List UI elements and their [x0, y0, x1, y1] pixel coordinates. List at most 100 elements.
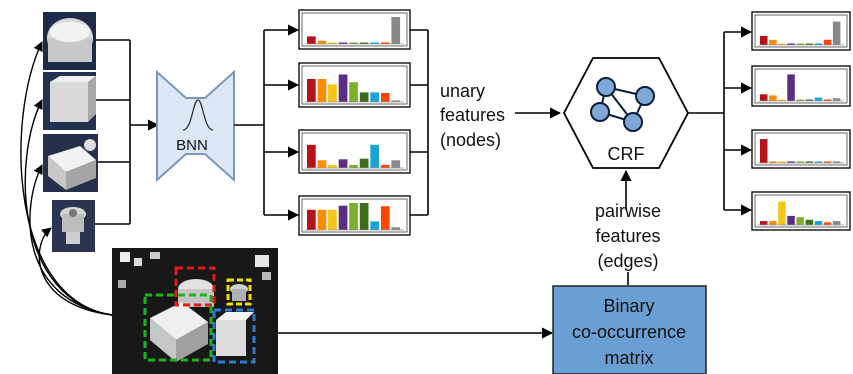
pairwise-label-3: (edges) [597, 251, 658, 271]
histogram-bar [370, 92, 379, 102]
histogram-bar [349, 164, 358, 168]
output-histogram [751, 65, 851, 107]
histogram-inner-frame [301, 198, 408, 233]
histogram-inner-frame [754, 132, 848, 166]
histogram-inner-frame [301, 12, 408, 47]
histogram-bar [359, 92, 369, 102]
scene-image [112, 248, 278, 374]
histogram-inner-frame [754, 68, 848, 104]
histogram-bar [814, 161, 823, 163]
histogram-inner-frame [754, 14, 848, 48]
histogram-bar [391, 160, 401, 169]
histogram-inner-frame [754, 194, 848, 228]
output-histogram [751, 129, 851, 169]
object-crop-3 [43, 134, 98, 192]
histogram-bar [338, 74, 348, 102]
crf-node-icon [635, 86, 655, 106]
histogram-bar [823, 39, 832, 45]
histogram-bar [307, 36, 316, 44]
crop-connectors [95, 39, 160, 225]
histogram-bar [380, 164, 390, 168]
crf-node-icon [596, 77, 616, 97]
histogram-bar [805, 161, 814, 163]
histogram-bar [832, 161, 841, 163]
crf-node-icon [623, 112, 643, 132]
histogram-bar [391, 17, 401, 44]
crf-block [562, 57, 690, 169]
histogram-inner-frame [301, 65, 408, 105]
histogram-bar [805, 99, 814, 101]
cooccurrence-matrix-block [552, 285, 707, 374]
bnn-label: BNN [176, 137, 208, 154]
output-histogram [751, 11, 851, 51]
histogram-bar [814, 221, 823, 225]
histogram-bar [787, 74, 795, 101]
crf-output-tree [688, 26, 753, 216]
histogram-bar [317, 79, 327, 102]
histogram-bar [760, 35, 768, 45]
histogram-bar [796, 217, 804, 225]
histogram-bar [307, 79, 316, 102]
histogram-bar [359, 158, 369, 168]
histogram-bar [823, 222, 832, 225]
pairwise-label-2: features [595, 226, 660, 246]
histogram-bar [349, 82, 358, 102]
object-crop-2 [43, 72, 96, 130]
histogram-bar [769, 95, 777, 101]
histogram-bar [796, 161, 804, 163]
crf-label: CRF [608, 144, 645, 164]
histogram-bar [814, 97, 823, 101]
unary-histogram [298, 129, 411, 174]
histogram-bar [778, 43, 786, 45]
scene-to-crop-arrows [20, 41, 113, 316]
unary-histogram [298, 62, 411, 108]
histogram-bar [307, 144, 316, 169]
histogram-bar [760, 94, 768, 101]
unary-gather [410, 29, 429, 216]
output-histogram [751, 191, 851, 231]
histogram-bar [328, 84, 337, 102]
histogram-bar [787, 161, 795, 163]
histogram-bar [370, 221, 379, 230]
unary-label-2: features [440, 105, 505, 125]
histogram-inner-frame [301, 132, 408, 171]
histogram-bar [778, 99, 786, 101]
histogram-bar [380, 42, 390, 44]
histogram-bar [391, 227, 401, 230]
histogram-bar [380, 93, 390, 102]
unary-label-3: (nodes) [440, 130, 501, 150]
histogram-bar [317, 40, 327, 44]
histogram-bar [370, 144, 379, 169]
histogram-bar [787, 43, 795, 45]
histogram-bar [328, 209, 337, 231]
histogram-bar [814, 43, 823, 45]
histogram-bar [338, 159, 348, 168]
histogram-bar [760, 221, 768, 225]
pairwise-label-1: pairwise [595, 201, 661, 221]
histogram-bar [328, 164, 337, 168]
histogram-bar [359, 42, 369, 44]
matrix-label-1: Binary [603, 296, 654, 316]
histogram-bar [359, 203, 369, 230]
histogram-bar [317, 209, 327, 231]
histogram-bar [796, 99, 804, 101]
histogram-bar [338, 42, 348, 44]
unary-histograms [298, 9, 411, 236]
crf-node-icon [590, 102, 610, 122]
histogram-bar [805, 43, 814, 45]
histogram-bar [380, 206, 390, 230]
bnn-block [156, 69, 235, 183]
object-crop-4 [52, 200, 95, 252]
histogram-bar [349, 42, 358, 44]
histogram-bar [832, 221, 841, 225]
histogram-bar [769, 39, 777, 45]
histogram-bar [317, 160, 327, 169]
unary-histogram [298, 9, 411, 50]
histogram-bar [328, 42, 337, 44]
histogram-bar [796, 43, 804, 45]
object-crop-1 [43, 12, 96, 70]
histogram-bar [307, 209, 316, 231]
histogram-bar [370, 42, 379, 44]
histogram-bar [823, 161, 832, 163]
